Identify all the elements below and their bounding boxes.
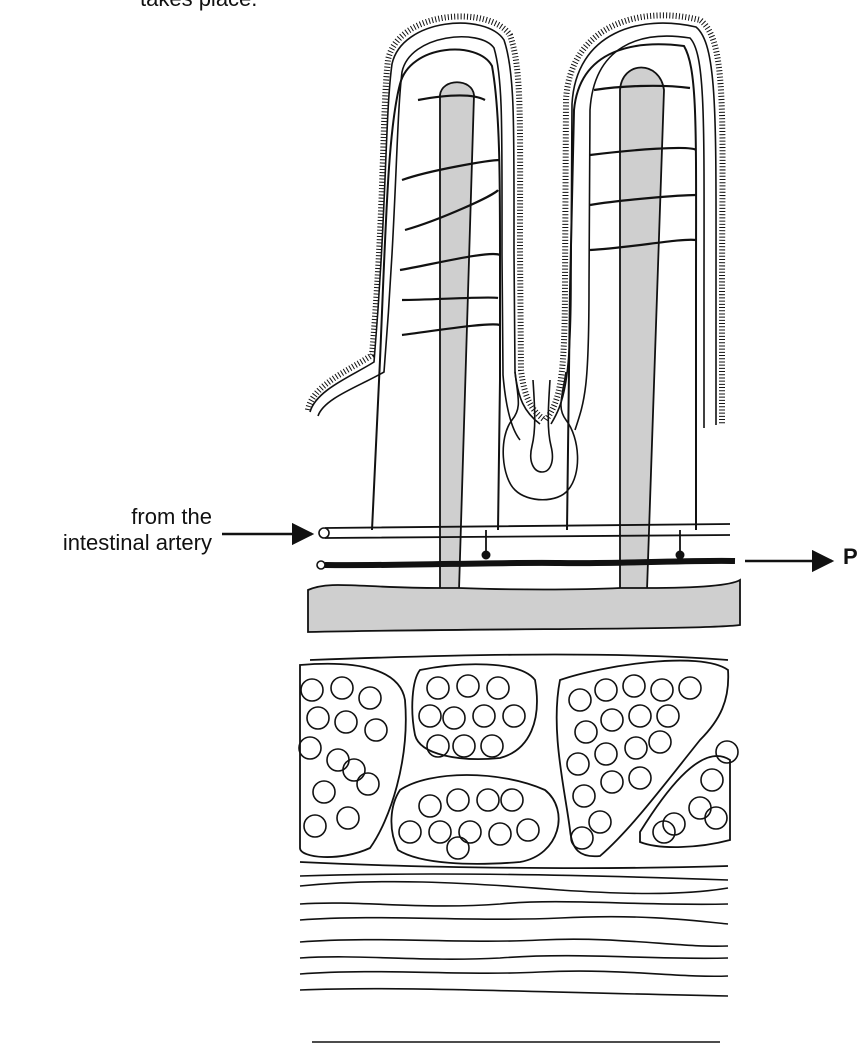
- crypt-lumen: [531, 380, 553, 472]
- cell-circles: [299, 675, 738, 859]
- venule-end: [317, 561, 325, 569]
- crypt: [503, 372, 577, 500]
- muscle-layer: [300, 874, 728, 1042]
- submucosa-top-line: [310, 655, 728, 660]
- vessels: [317, 524, 735, 569]
- submucosa: [300, 655, 730, 869]
- lacteal-left: [440, 82, 474, 590]
- villus-left-core: [372, 50, 500, 530]
- venule: [325, 561, 735, 565]
- bundle-center-bottom: [391, 775, 558, 864]
- arteriole: [325, 524, 730, 538]
- arteriole-end: [319, 528, 329, 538]
- lymph-vessel: [308, 580, 740, 632]
- lacteals: [308, 68, 740, 633]
- lacteal-right: [620, 68, 664, 591]
